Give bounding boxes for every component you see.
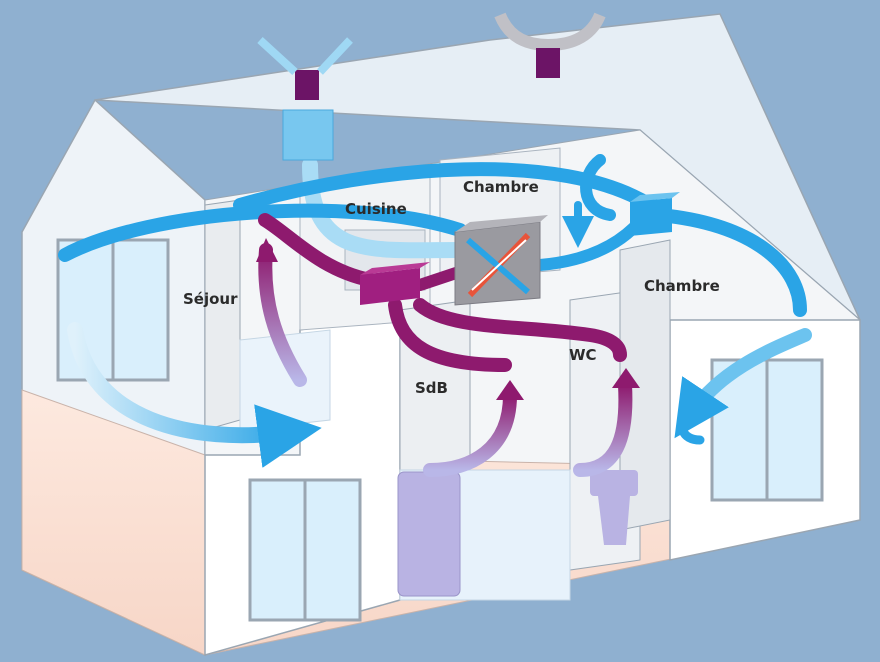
arrowhead-sejour xyxy=(256,238,278,262)
supply-duct-right xyxy=(653,208,807,317)
label-sdb: SdB xyxy=(415,379,448,397)
window-left xyxy=(56,238,170,382)
toilet xyxy=(590,470,638,545)
supply-duct-top xyxy=(233,162,657,212)
intake-icon xyxy=(257,37,353,161)
airflow-living xyxy=(67,322,322,468)
extract-duct-kitchen xyxy=(258,213,377,287)
extract-duct-wc xyxy=(413,298,627,362)
distribution-box-icon xyxy=(630,192,680,236)
exhaust-icon xyxy=(494,12,606,78)
extract-flow-sejour xyxy=(258,243,307,387)
arrowhead-wc xyxy=(612,368,640,388)
fresh-air-network xyxy=(58,154,812,468)
room-labels: Cuisine Chambre Chambre Séjour SdB WC xyxy=(183,178,720,397)
label-chambre-right: Chambre xyxy=(644,277,720,295)
label-chambre-top: Chambre xyxy=(463,178,539,196)
intake-duct xyxy=(302,157,468,259)
partition-kitchen xyxy=(204,199,241,431)
heat-exchanger-icon xyxy=(454,215,548,306)
stale-air-network xyxy=(256,61,640,477)
fan-unit-icon xyxy=(360,262,430,305)
airflow-bedroom xyxy=(674,328,812,439)
airflow-bedroom-loop xyxy=(677,405,705,445)
supply-duct-up xyxy=(580,154,616,221)
bathtub xyxy=(397,471,461,597)
extract-flow-wc xyxy=(573,378,633,477)
label-sejour: Séjour xyxy=(183,290,238,308)
supply-duct-left xyxy=(58,203,467,262)
arrowhead-sdb xyxy=(496,380,524,400)
equipment xyxy=(257,12,680,306)
label-cuisine: Cuisine xyxy=(345,200,407,218)
extract-duct-sdb xyxy=(388,298,512,372)
window-front xyxy=(248,478,362,622)
extract-flow-sdb xyxy=(423,388,517,477)
label-wc: WC xyxy=(569,346,597,364)
